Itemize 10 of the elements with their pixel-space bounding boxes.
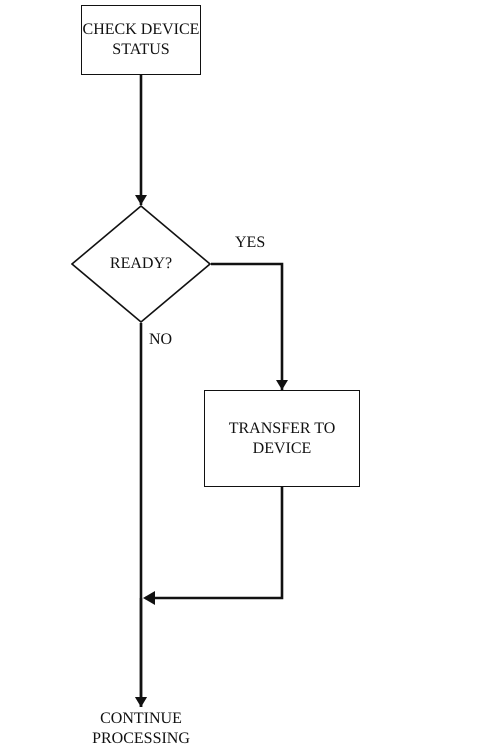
terminal-text: CONTINUE PROCESSING: [91, 709, 191, 749]
node-label: READY?: [110, 254, 172, 274]
arrow: [211, 262, 288, 390]
decision-diamond: [71, 205, 211, 323]
node-label: TRANSFER TO DEVICE: [228, 418, 336, 458]
process-box: [204, 390, 360, 487]
arrow: [135, 75, 147, 205]
arrow: [135, 486, 284, 708]
node-label: CHECK DEVICE STATUS: [82, 20, 200, 60]
process-box: [81, 5, 201, 75]
